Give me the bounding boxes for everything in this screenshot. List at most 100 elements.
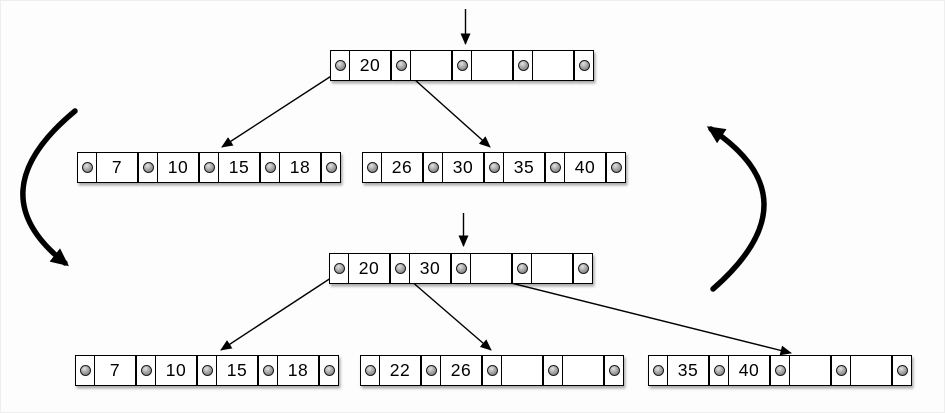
node-slot [319, 355, 339, 386]
node-slot: 20 [330, 50, 391, 81]
pointer-cell [361, 356, 380, 385]
pointer-bullet-icon [201, 365, 213, 376]
pointer-cell [575, 51, 593, 80]
pointer-bullet-icon [455, 263, 467, 274]
pointer-cell [198, 356, 217, 385]
node-slot: 30 [423, 152, 484, 183]
key-cell: 18 [289, 157, 311, 177]
pointer-bullet-icon [334, 60, 346, 71]
pointer-cell [78, 153, 97, 182]
node-slot [513, 50, 574, 81]
pointer-bullet-icon [608, 365, 620, 376]
pointer-bullet-icon [366, 162, 378, 173]
key-cell: 30 [452, 157, 474, 177]
pointer-cell [392, 51, 411, 80]
pointer-bullet-icon [578, 60, 590, 71]
pointer-cell [200, 153, 219, 182]
pointer-bullet-icon [486, 365, 498, 376]
key-cell: 10 [167, 157, 189, 177]
node-before-child-0: 7 10 15 18 [77, 152, 341, 183]
node-slot: 20 [329, 253, 390, 284]
node-slot: 30 [390, 253, 451, 284]
node-after-child-0: 7 10 15 18 [75, 355, 339, 386]
node-slot [512, 253, 573, 284]
node-slot [452, 50, 513, 81]
pointer-bullet-icon [896, 365, 908, 376]
pointer-bullet-icon [203, 162, 215, 173]
key-cell [472, 51, 512, 80]
node-slot: 35 [648, 355, 709, 386]
pointer-cell [771, 356, 790, 385]
pointer-bullet-icon [577, 263, 589, 274]
node-slot [770, 355, 831, 386]
key-cell: 35 [677, 360, 699, 380]
pointer-bullet-icon [835, 365, 847, 376]
pointer-cell [485, 153, 504, 182]
pointer-bullet-icon [395, 60, 407, 71]
key-cell [851, 356, 891, 385]
node-slot: 7 [75, 355, 136, 386]
node-before-root: 20 [330, 50, 594, 81]
node-slot [892, 355, 912, 386]
pointer-bullet-icon [456, 60, 468, 71]
node-slot: 26 [362, 152, 423, 183]
node-slot [391, 50, 452, 81]
key-cell: 20 [359, 55, 381, 75]
pointer-cell [320, 356, 338, 385]
key-cell: 40 [738, 360, 760, 380]
pointer-bullet-icon [325, 162, 337, 173]
node-slot: 40 [709, 355, 770, 386]
key-cell: 30 [419, 258, 441, 278]
key-cell [532, 254, 572, 283]
pointer-bullet-icon [79, 365, 91, 376]
node-slot: 15 [197, 355, 258, 386]
pointer-cell [363, 153, 382, 182]
pointer-bullet-icon [364, 365, 376, 376]
pointer-cell [710, 356, 729, 385]
pointer-bullet-icon [610, 162, 622, 173]
pointer-cell [605, 356, 623, 385]
node-slot [482, 355, 543, 386]
node-slot: 26 [421, 355, 482, 386]
node-slot: 18 [258, 355, 319, 386]
pointer-bullet-icon [652, 365, 664, 376]
pointer-cell [453, 51, 472, 80]
node-before-child-1: 26 30 35 40 [362, 152, 626, 183]
pointer-bullet-icon [262, 365, 274, 376]
pointer-cell [574, 254, 592, 283]
key-cell: 7 [109, 360, 121, 380]
pointer-bullet-icon [713, 365, 725, 376]
pointer-bullet-icon [323, 365, 335, 376]
key-cell [790, 356, 830, 385]
edge-after-p1-child1 [402, 273, 492, 351]
key-cell: 15 [228, 157, 250, 177]
pointer-bullet-icon [517, 60, 529, 71]
pointer-cell [514, 51, 533, 80]
pointer-cell [391, 254, 410, 283]
key-cell: 18 [287, 360, 309, 380]
node-slot: 7 [77, 152, 138, 183]
pointer-cell [322, 153, 340, 182]
pointer-bullet-icon [774, 365, 786, 376]
node-slot: 40 [545, 152, 606, 183]
pointer-cell [832, 356, 851, 385]
cycle-arrow-left [20, 108, 78, 267]
edge-before-p1-child1 [404, 70, 491, 148]
pointer-cell [483, 356, 502, 385]
pointer-cell [513, 254, 532, 283]
pointer-cell [649, 356, 668, 385]
node-slot: 18 [260, 152, 321, 183]
key-cell: 35 [513, 157, 535, 177]
pointer-cell [331, 51, 350, 80]
edge-after-p0-child0 [220, 273, 338, 351]
node-after-root: 20 30 [329, 253, 593, 284]
pointer-bullet-icon [549, 162, 561, 173]
node-slot: 22 [360, 355, 421, 386]
key-cell: 20 [358, 258, 380, 278]
pointer-cell [139, 153, 158, 182]
pointer-cell [544, 356, 563, 385]
node-slot: 10 [136, 355, 197, 386]
cycle-arrow-right [706, 126, 767, 292]
node-slot [831, 355, 892, 386]
